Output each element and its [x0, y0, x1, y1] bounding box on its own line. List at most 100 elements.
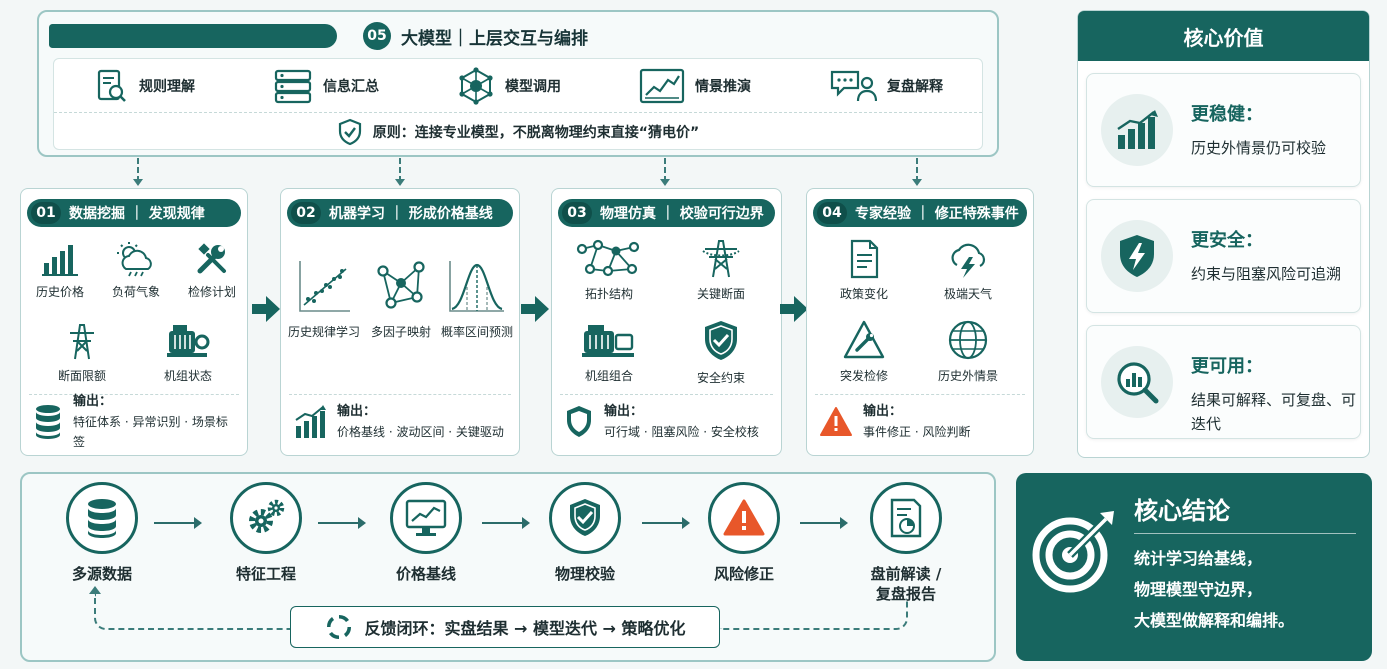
output-label: 输出： — [337, 404, 377, 419]
flow-node-report: 盘前解读 / 复盘报告 — [846, 482, 966, 604]
topology-network-icon — [576, 239, 642, 279]
item-unit-status: 机组状态 — [153, 321, 223, 384]
stage-03-header: 03 物理仿真 ｜ 校验可行边界 — [558, 199, 775, 227]
llm-panel-title: 05 大模型｜上层交互与编排 — [363, 22, 588, 50]
item-history-learning: 历史规律学习 — [285, 257, 363, 340]
flow-arrow-2 — [318, 517, 366, 529]
item-label: 概率区间预测 — [440, 325, 513, 339]
connector-to-stage-01 — [133, 158, 143, 186]
flow-arrow-5 — [800, 517, 848, 529]
output-label: 输出： — [863, 404, 903, 419]
node-graph-icon — [371, 257, 431, 317]
flow-node-label: 多源数据 — [71, 565, 132, 583]
line-chart-icon — [639, 68, 685, 104]
core-conclusion-title: 核心结论 — [1134, 497, 1230, 525]
flow-node-label: 风险修正 — [713, 565, 774, 583]
stage-02-output: 输出： 价格基线 · 波动区间 · 关键驱动 — [289, 394, 511, 448]
item-label: 历史价格 — [35, 285, 84, 299]
shield-lightning-icon — [1116, 233, 1158, 279]
item-label: 历史外情景 — [937, 369, 998, 383]
capability-info-summary: 信息汇总 — [273, 68, 379, 104]
flow-node-label: 特征工程 — [235, 565, 296, 583]
principle-line: 原则：连接专业模型，不脱离物理约束直接“猜电价” — [54, 115, 982, 149]
conclusion-lines: 统计学习给基线， 物理模型守边界， 大模型做解释和编排。 — [1134, 543, 1294, 636]
value-head: 更稳健： — [1191, 104, 1263, 125]
item-label: 拓扑结构 — [584, 287, 633, 301]
output-label: 输出： — [604, 404, 644, 419]
llm-capabilities-box: 规则理解 信息汇总 模型调用 情景推演 — [53, 58, 983, 150]
item-out-of-history: 历史外情景 — [925, 319, 1011, 384]
globe-icon — [947, 319, 989, 361]
stage-02-header: 02 机器学习 ｜ 形成价格基线 — [287, 199, 513, 227]
feedback-loop-box: 反馈闭环：实盘结果 → 模型迭代 → 策略优化 — [290, 606, 720, 648]
network-hub-icon — [457, 66, 495, 105]
shield-check-icon — [566, 497, 604, 539]
item-label: 多因子映射 — [370, 325, 431, 339]
output-label: 输出： — [73, 394, 113, 409]
item-probability-interval: 概率区间预测 — [437, 257, 517, 340]
power-tower-icon — [65, 321, 99, 361]
stage-04-card: 04 专家经验 ｜ 修正特殊事件 政策变化 极端天气 突发检修 历史外情景 输出… — [806, 188, 1034, 456]
flow-node-physical-check: 物理校验 — [525, 482, 645, 584]
item-label: 突发检修 — [839, 369, 888, 383]
item-section-limit: 断面限额 — [51, 321, 113, 384]
output-text: 价格基线 · 波动区间 · 关键驱动 — [337, 425, 504, 439]
flow-node-data-sources: 多源数据 — [42, 482, 162, 584]
warning-icon — [819, 406, 853, 438]
conclusion-line: 物理模型守边界， — [1134, 580, 1263, 599]
growth-chart-icon — [293, 404, 327, 440]
output-text: 可行域 · 阻塞风险 · 安全校核 — [604, 425, 759, 439]
stage-number-badge: 05 — [363, 22, 391, 50]
flow-node-label: 物理校验 — [554, 565, 615, 583]
growth-chart-icon — [1114, 109, 1160, 151]
stage-arrow-2 — [521, 296, 549, 322]
capability-label: 情景推演 — [695, 78, 751, 95]
capability-label: 规则理解 — [139, 78, 195, 95]
item-history-price: 历史价格 — [29, 241, 91, 300]
item-topology: 拓扑结构 — [564, 239, 654, 302]
item-multi-factor: 多因子映射 — [365, 257, 437, 340]
gears-icon — [244, 496, 288, 540]
database-icon — [33, 403, 63, 441]
flow-node-label: 价格基线 — [395, 565, 456, 583]
item-label: 机组状态 — [163, 369, 212, 383]
item-emergency-maintenance: 突发检修 — [821, 319, 907, 384]
target-arrow-icon — [1030, 507, 1118, 595]
stage-title: 数据挖掘 ｜ 发现规律 — [69, 206, 205, 222]
feedback-loop-return — [89, 586, 290, 630]
generator-motor-icon — [580, 321, 638, 361]
conclusion-line: 统计学习给基线， — [1134, 549, 1263, 568]
core-conclusion-panel: 核心结论 统计学习给基线， 物理模型守边界， 大模型做解释和编排。 — [1016, 473, 1372, 661]
item-label: 安全约束 — [696, 371, 745, 385]
power-tower-icon — [701, 237, 741, 279]
generator-motor-icon — [165, 321, 211, 361]
item-policy-change: 政策变化 — [821, 239, 907, 302]
document-search-icon — [93, 68, 129, 104]
document-icon — [847, 239, 881, 279]
monitor-chart-icon — [404, 498, 448, 538]
shield-check-icon — [337, 118, 363, 146]
feedback-loop-text: 反馈闭环：实盘结果 → 模型迭代 → 策略优化 — [364, 619, 686, 638]
stage-01-card: 01 数据挖掘 ｜ 发现规律 历史价格 负荷气象 检修计划 断面限额 机组状态 … — [20, 188, 248, 456]
weather-cloud-icon — [114, 241, 158, 277]
connector-to-stage-04 — [912, 158, 922, 186]
top-accent-bar — [49, 24, 337, 48]
flow-node-risk-correction: 风险修正 — [684, 482, 804, 584]
feedback-loop-start — [720, 598, 908, 630]
storm-cloud-icon — [945, 239, 991, 279]
item-label: 机组组合 — [584, 369, 633, 383]
principle-text: 原则：连接专业模型，不脱离物理约束直接“猜电价” — [372, 125, 700, 141]
item-label: 政策变化 — [839, 287, 888, 301]
bell-curve-icon — [446, 257, 508, 317]
item-unit-commitment: 机组组合 — [564, 321, 654, 384]
stage-arrow-3 — [780, 296, 808, 322]
bar-chart-icon — [40, 241, 80, 277]
value-desc: 约束与阻塞风险可追溯 — [1191, 265, 1342, 283]
capability-label: 模型调用 — [505, 78, 561, 95]
value-head: 更可用： — [1191, 356, 1263, 377]
wrench-tools-icon — [194, 241, 230, 277]
refresh-cycle-icon — [324, 612, 354, 642]
output-text: 特征体系 · 异常识别 · 场景标签 — [73, 415, 228, 449]
flow-arrow-4 — [642, 517, 690, 529]
stage-arrow-1 — [252, 296, 280, 322]
